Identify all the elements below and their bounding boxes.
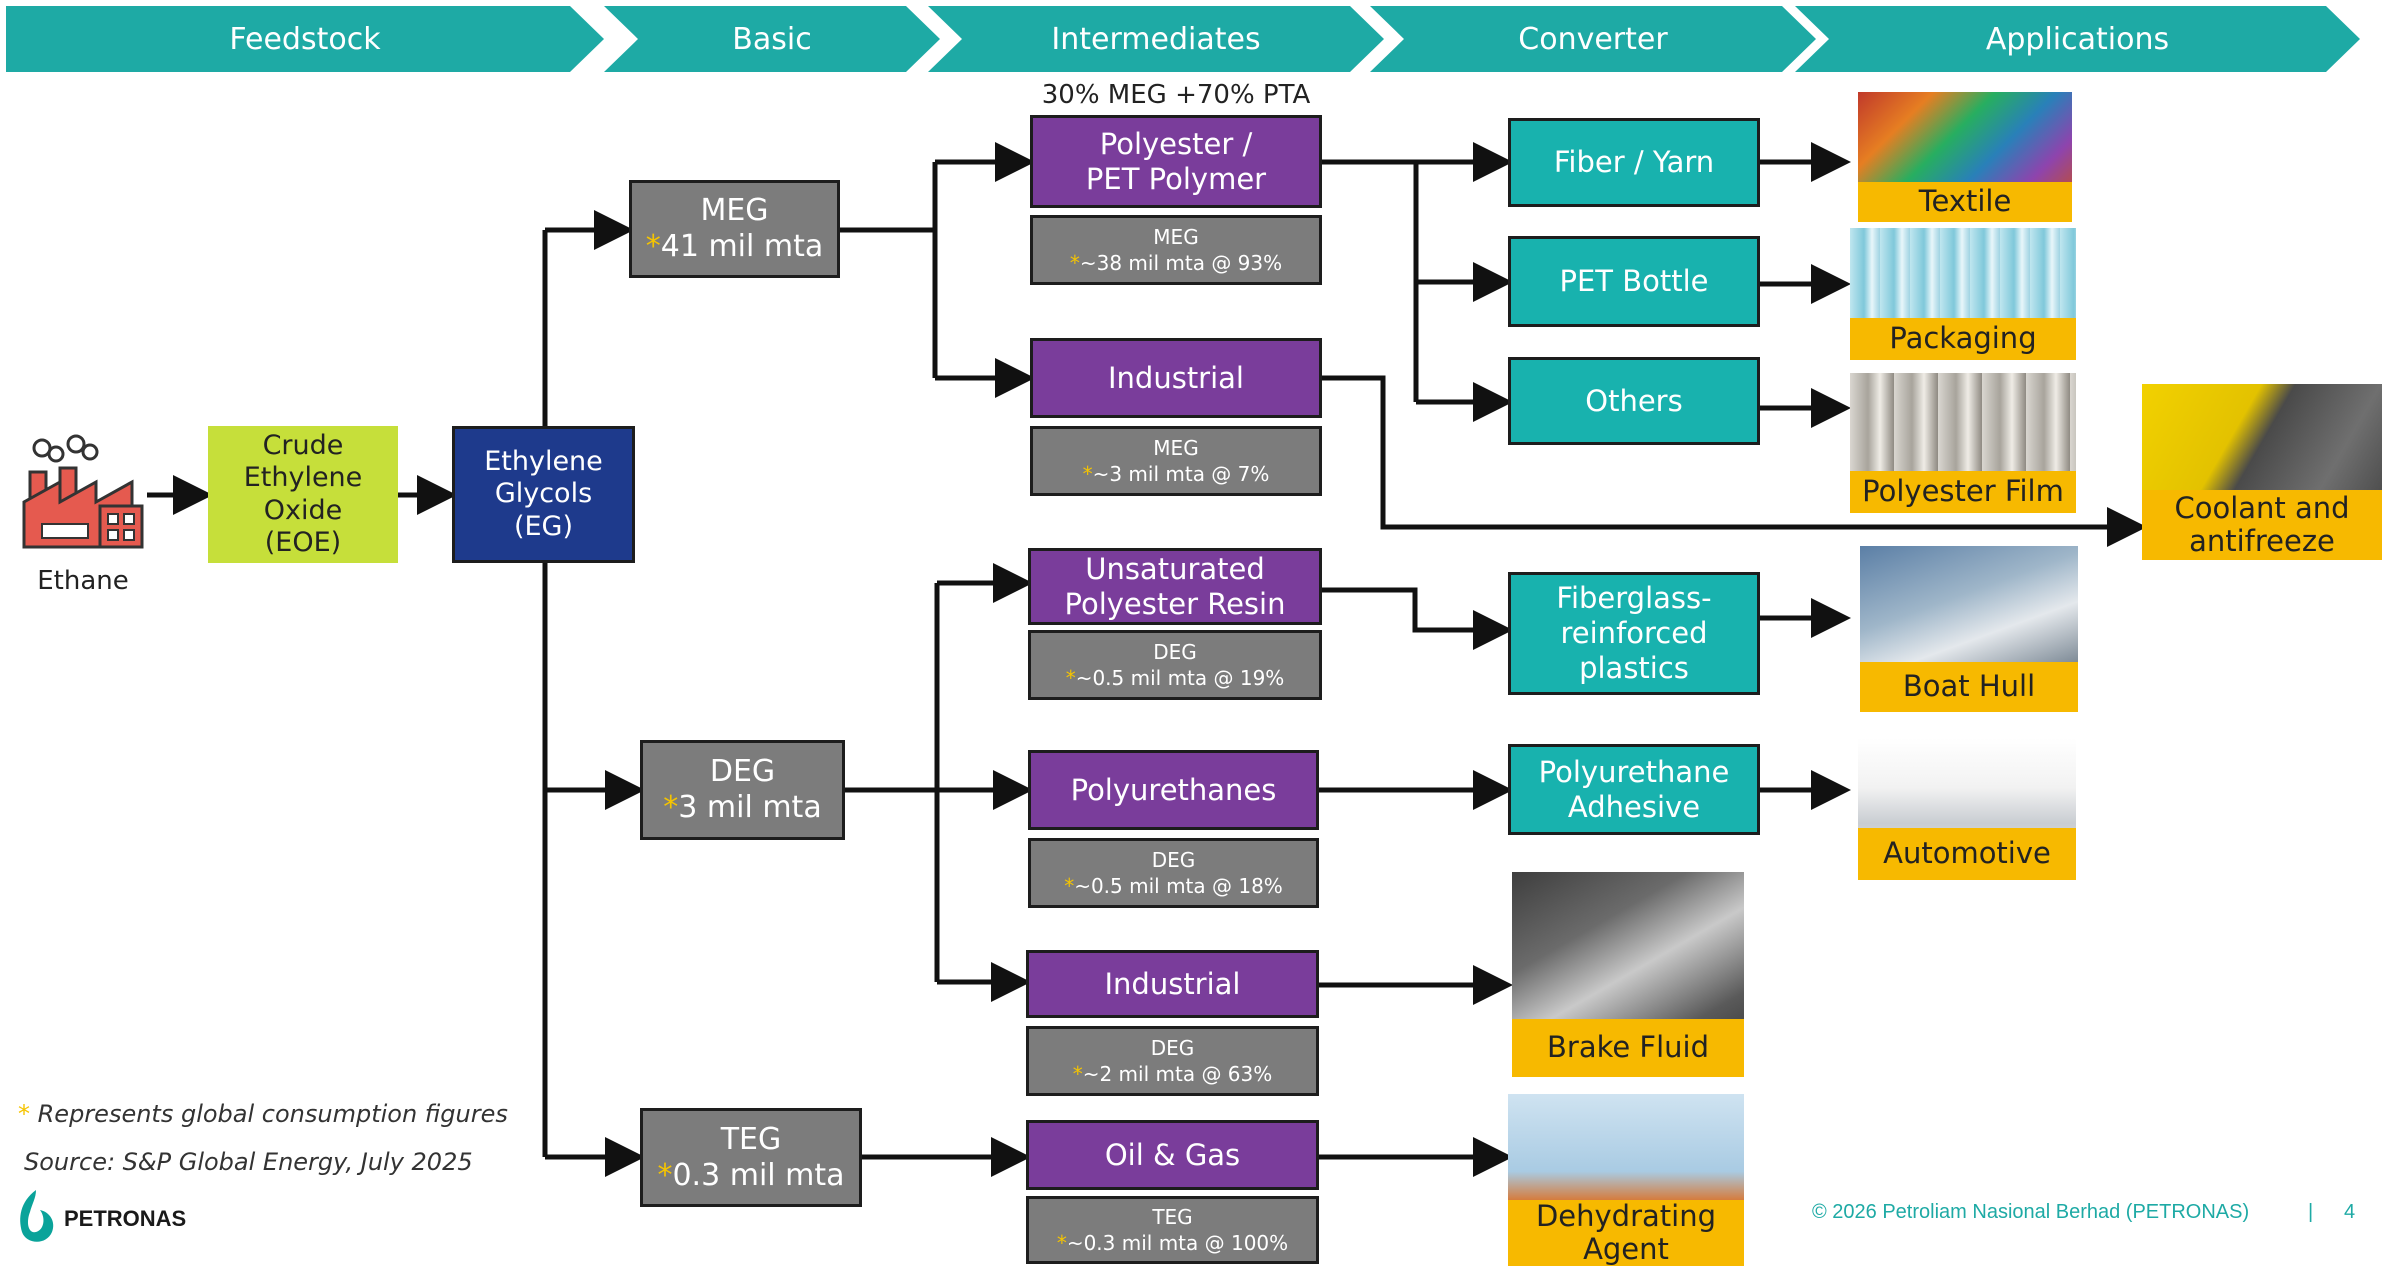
oil-gas-stats-value: ~0.3 mil mta @ 100% [1066, 1231, 1289, 1255]
industrial-deg-box: Industrial [1026, 950, 1319, 1018]
deg-name: DEG [709, 754, 776, 789]
boat-hull-image: Boat Hull [1860, 546, 2078, 712]
textile-label: Textile [1858, 182, 2072, 222]
unsaturated-box: Unsaturated Polyester Resin [1028, 548, 1322, 625]
polyester-stats-value: ~38 mil mta @ 93% [1079, 251, 1283, 275]
coolant-label: Coolant and antifreeze [2142, 490, 2382, 560]
unsaturated-stats-value: ~0.5 mil mta @ 19% [1075, 666, 1285, 690]
teg-box: TEG *0.3 mil mta [640, 1108, 862, 1207]
industrial-deg-stats-value: ~2 mil mta @ 63% [1082, 1062, 1273, 1086]
footnote-text: Represents global consumption figures [30, 1100, 508, 1128]
automotive-image: Automotive [1858, 738, 2076, 880]
meg-box: MEG *41 mil mta [629, 180, 840, 278]
unsaturated-stats-type: DEG [1153, 640, 1197, 664]
boat-hull-label: Boat Hull [1860, 662, 2078, 712]
copyright: © 2026 Petroliam Nasional Berhad (PETRON… [1812, 1201, 2250, 1223]
oil-gas-stats-star: * [1056, 1231, 1067, 1255]
meg-volume: 41 mil mta [660, 229, 824, 264]
polyurethanes-stats-type: DEG [1151, 848, 1196, 872]
automotive-label: Automotive [1858, 828, 2076, 880]
oil-gas-stats-type: TEG [1152, 1205, 1193, 1229]
page-number: 4 [2344, 1201, 2356, 1223]
teg-volume: 0.3 mil mta [672, 1157, 845, 1193]
teg-star: * [657, 1157, 673, 1193]
polyester-film-label: Polyester Film [1850, 471, 2076, 513]
polyurethanes-stats: DEG *~0.5 mil mta @ 18% [1028, 838, 1319, 908]
petronas-wordmark: PETRONAS [64, 1206, 187, 1231]
pet-bottle-box: PET Bottle [1508, 236, 1760, 327]
textile-image: Textile [1858, 92, 2072, 222]
stage-intermediates: Intermediates [928, 6, 1384, 72]
eoe-box: Crude Ethylene Oxide (EOE) [208, 426, 398, 563]
coolant-image: Coolant and antifreeze [2142, 384, 2382, 560]
unsaturated-stats: DEG *~0.5 mil mta @ 19% [1028, 630, 1322, 700]
footer-separator: | [2308, 1201, 2314, 1223]
fiber-yarn-box: Fiber / Yarn [1508, 118, 1760, 207]
teg-name: TEG [720, 1121, 782, 1157]
industrial-meg-stats: MEG *~3 mil mta @ 7% [1030, 426, 1322, 496]
industrial-deg-stats-type: DEG [1150, 1036, 1195, 1060]
ethane-label: Ethane [37, 566, 129, 596]
fiberglass-box: Fiberglass- reinforced plastics [1508, 572, 1760, 695]
stage-applications: Applications [1795, 6, 2360, 72]
deg-box: DEG *3 mil mta [640, 740, 845, 840]
stage-feedstock: Feedstock [6, 6, 604, 72]
line-polyester-branch [1322, 159, 1419, 402]
arrow-unsaturated-fiberglass [1322, 587, 1513, 650]
polyester-stats: MEG *~38 mil mta @ 93% [1030, 215, 1322, 285]
meg-star: * [645, 229, 661, 264]
footnote-star: * [18, 1100, 30, 1128]
line-meg-branch [840, 162, 938, 378]
deg-volume: 3 mil mta [678, 790, 822, 825]
consumption-footnote: * Represents global consumption figures [18, 1100, 538, 1128]
polyester-box: Polyester / PET Polymer [1030, 115, 1322, 208]
polyester-stats-star: * [1069, 251, 1080, 275]
packaging-label: Packaging [1850, 318, 2076, 360]
oil-gas-box: Oil & Gas [1026, 1120, 1319, 1190]
polyurethanes-box: Polyurethanes [1028, 750, 1319, 830]
industrial-meg-box: Industrial [1030, 338, 1322, 418]
oil-gas-stats: TEG *~0.3 mil mta @ 100% [1026, 1196, 1319, 1264]
dehydrating-image: Dehydrating Agent [1508, 1094, 1744, 1266]
industrial-meg-stats-type: MEG [1153, 436, 1199, 460]
pu-adhesive-box: Polyurethane Adhesive [1508, 744, 1760, 835]
industrial-deg-stats-star: * [1072, 1062, 1083, 1086]
eg-box: Ethylene Glycols (EG) [452, 426, 635, 563]
stage-basic: Basic [604, 6, 940, 72]
line-deg-branch [845, 583, 940, 982]
packaging-image: Packaging [1850, 228, 2076, 360]
unsaturated-stats-star: * [1065, 666, 1076, 690]
polyester-film-image: Polyester Film [1850, 373, 2076, 513]
brake-fluid-image: Brake Fluid [1512, 872, 1744, 1077]
meg-name: MEG [700, 193, 769, 228]
pta-note: 30% MEG +70% PTA [1041, 80, 1311, 110]
industrial-meg-stats-value: ~3 mil mta @ 7% [1092, 462, 1270, 486]
source-note: Source: S&P Global Energy, July 2025 [24, 1148, 473, 1176]
industrial-meg-stats-star: * [1082, 462, 1093, 486]
others-box: Others [1508, 357, 1760, 445]
factory-icon [20, 432, 148, 557]
stage-converter: Converter [1370, 6, 1816, 72]
petronas-logo-icon [14, 1188, 58, 1250]
polyurethanes-stats-star: * [1064, 874, 1075, 898]
polyurethanes-stats-value: ~0.5 mil mta @ 18% [1074, 874, 1283, 898]
brake-fluid-label: Brake Fluid [1512, 1019, 1744, 1077]
industrial-deg-stats: DEG *~2 mil mta @ 63% [1026, 1026, 1319, 1096]
dehydrating-label: Dehydrating Agent [1508, 1199, 1744, 1266]
polyester-stats-type: MEG [1153, 225, 1199, 249]
deg-star: * [663, 790, 679, 825]
